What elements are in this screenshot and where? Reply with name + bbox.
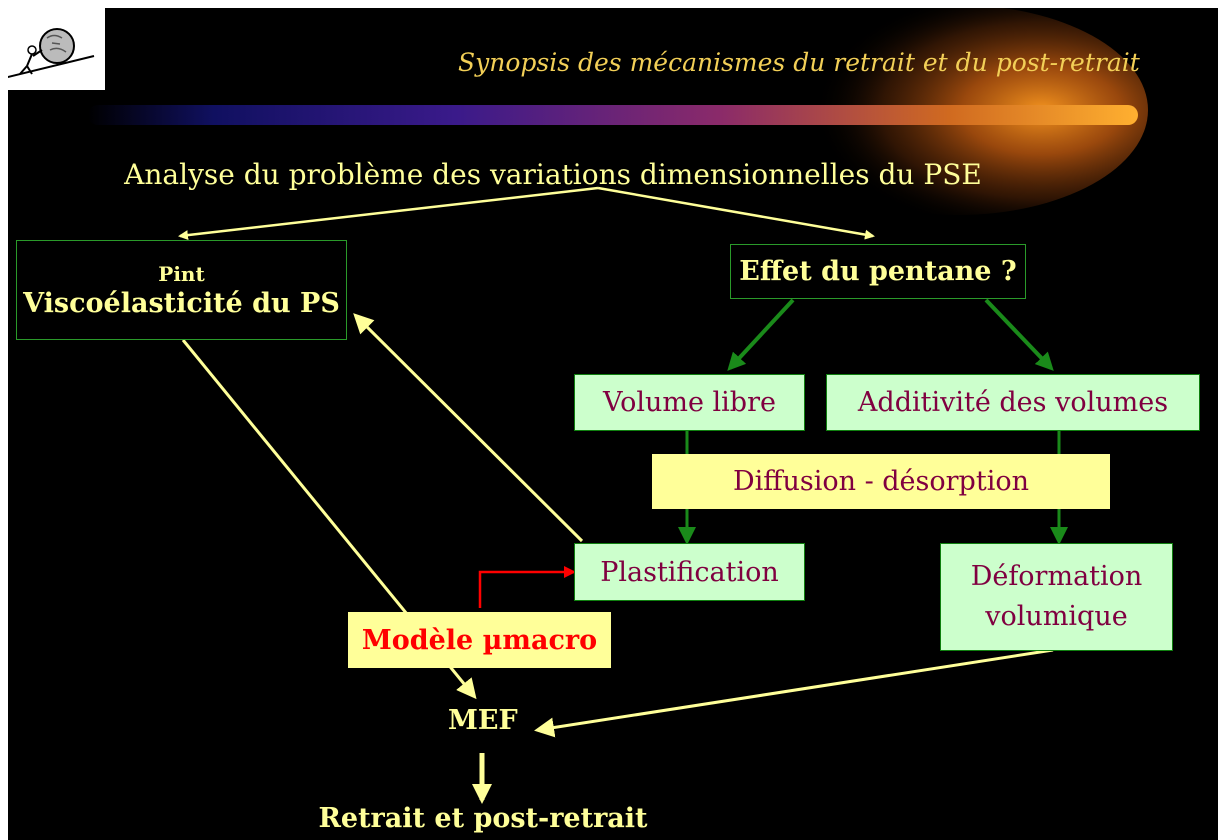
- mef-label: MEF: [448, 705, 518, 736]
- retrait-label: Retrait et post-retrait: [318, 803, 648, 834]
- arrow-pentane-to-additivite: [984, 298, 1054, 371]
- arrow-heading-to-visco: [178, 186, 599, 241]
- deformation-box: Déformation volumique: [940, 543, 1173, 651]
- slide-title: Synopsis des mécanismes du retrait et du…: [458, 48, 1140, 77]
- diffusion-banner: Diffusion - désorption: [652, 454, 1110, 509]
- additivite-box: Additivité des volumes: [826, 374, 1200, 431]
- deformation-line2: volumique: [985, 601, 1128, 632]
- plastification-box: Plastification: [574, 543, 805, 601]
- arrow-heading-to-pentane: [597, 186, 875, 240]
- arrow-plastification-to-visco: [353, 313, 584, 543]
- volume-libre-box: Volume libre: [574, 374, 805, 431]
- arrow-deformation-to-mef: [534, 648, 1054, 738]
- sisyphus-boulder-icon: [8, 28, 95, 79]
- visco-label: Viscoélasticité du PS: [23, 287, 340, 319]
- additivite-label: Additivité des volumes: [857, 387, 1169, 418]
- arrow-pentane-to-volume: [727, 298, 795, 371]
- plastification-label: Plastification: [600, 556, 779, 588]
- diagram-heading: Analyse du problème des variations dimen…: [124, 158, 982, 191]
- slide: Synopsis des mécanismes du retrait et du…: [8, 8, 1218, 840]
- volume-libre-label: Volume libre: [603, 387, 776, 418]
- pint-label: Pint: [158, 261, 205, 286]
- modele-label: Modèle µmacro: [361, 624, 598, 656]
- title-bar-gradient: [88, 8, 1148, 215]
- diffusion-label: Diffusion - désorption: [733, 466, 1029, 497]
- visco-box: Pint Viscoélasticité du PS: [16, 240, 347, 340]
- arrow-modele-to-plastification: [478, 566, 576, 608]
- pentane-box: Effet du pentane ?: [730, 244, 1026, 299]
- pentane-label: Effet du pentane ?: [739, 256, 1017, 287]
- deformation-line1: Déformation: [970, 561, 1143, 592]
- modele-box: Modèle µmacro: [348, 612, 611, 668]
